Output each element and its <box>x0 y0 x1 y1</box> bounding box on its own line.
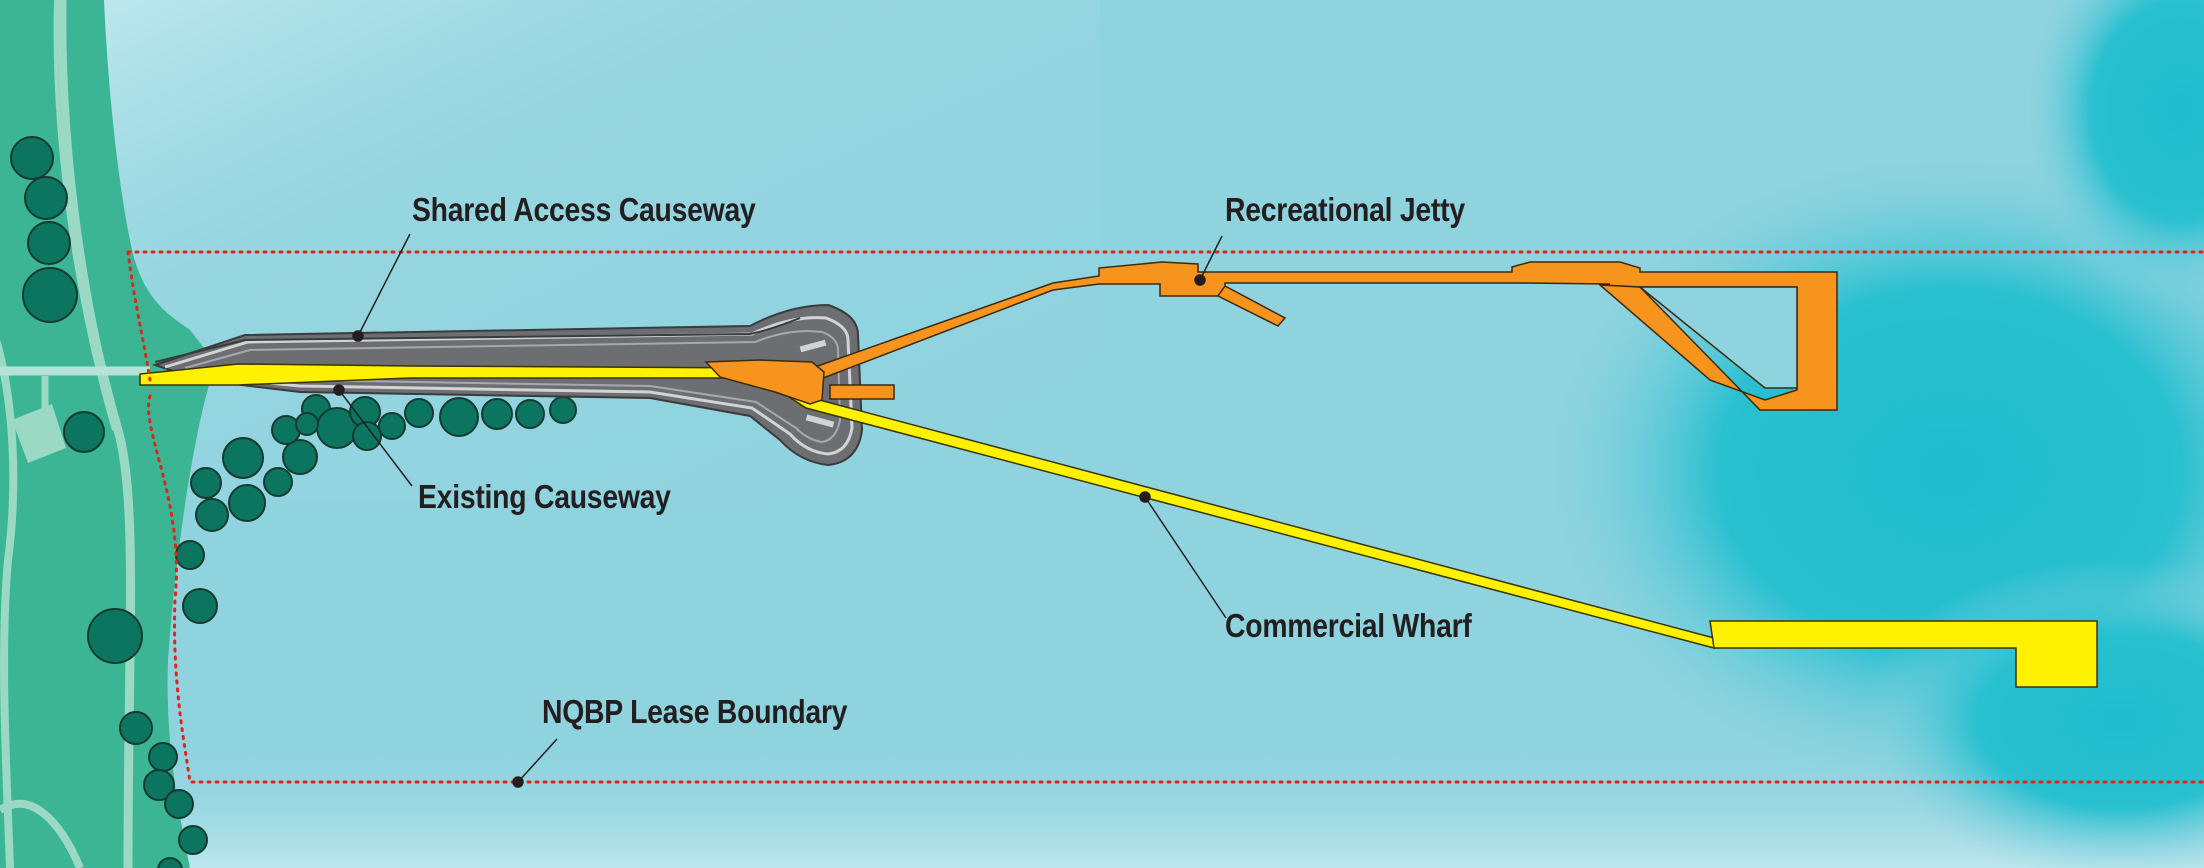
jetty-causeway-head <box>704 359 825 405</box>
causeway-road-lane <box>184 330 842 444</box>
trees <box>10 136 577 868</box>
commercial-wharf <box>139 363 2098 688</box>
coastal-path-2 <box>53 0 116 431</box>
leader-lines <box>333 233 1227 788</box>
label-nqbp-lease-boundary: NQBP Lease Boundary <box>542 693 848 730</box>
causeway-stair-markings <box>799 339 835 428</box>
label-shared-access-causeway: Shared Access Causeway <box>412 191 756 228</box>
label-commercial-wharf: Commercial Wharf <box>1225 607 1472 644</box>
coastal-path <box>57 0 135 868</box>
inland-path-2 <box>0 799 84 868</box>
recreational-jetty <box>810 261 1838 411</box>
label-recreational-jetty: Recreational Jetty <box>1225 191 1465 228</box>
label-existing-causeway: Existing Causeway <box>418 478 671 515</box>
lease-boundary <box>126 250 2204 784</box>
building <box>12 404 66 463</box>
existing-causeway <box>151 303 864 467</box>
shared-access-causeway <box>154 317 801 363</box>
deep-water-top <box>2020 0 2204 310</box>
